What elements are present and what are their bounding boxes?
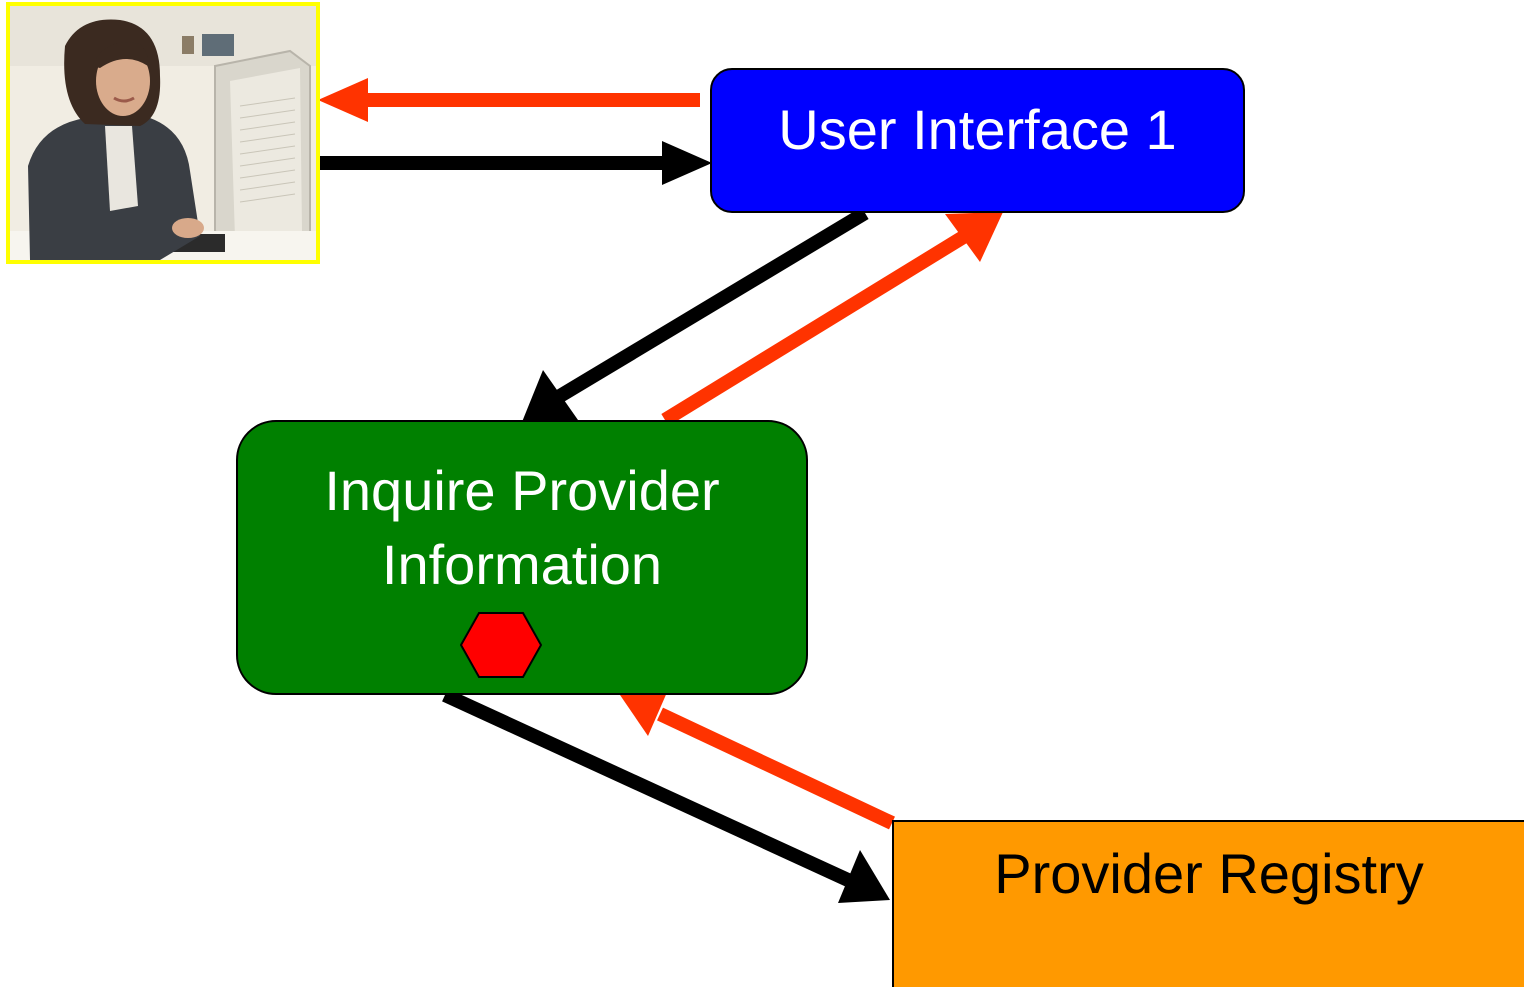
provider-registry-node: Provider Registry (892, 820, 1524, 987)
red-hexagon-icon (460, 612, 542, 678)
user-photo (6, 2, 320, 264)
user-interface-label: User Interface 1 (778, 98, 1177, 161)
arrowhead-ui-to-inquire (522, 370, 578, 422)
user-interface-node: User Interface 1 (710, 68, 1245, 213)
arrowhead-inquire-to-ui (945, 212, 1003, 262)
person-at-computer-photo (10, 6, 316, 260)
inquire-label-line-2: Information (381, 533, 663, 596)
inquire-label-line-1: Inquire Provider (324, 459, 720, 522)
arrowhead-ui-to-user (318, 78, 368, 122)
provider-registry-label: Provider Registry (994, 842, 1424, 905)
arrow-inquire-to-registry (442, 688, 851, 887)
arrow-registry-to-inquire (657, 707, 895, 830)
arrowhead-registry-to-inquire (620, 690, 668, 736)
arrowhead-user-to-ui (662, 141, 712, 185)
arrowhead-inquire-to-registry (838, 850, 890, 903)
arrow-inquire-to-ui (661, 230, 969, 426)
arrow-ui-to-inquire (556, 206, 869, 403)
